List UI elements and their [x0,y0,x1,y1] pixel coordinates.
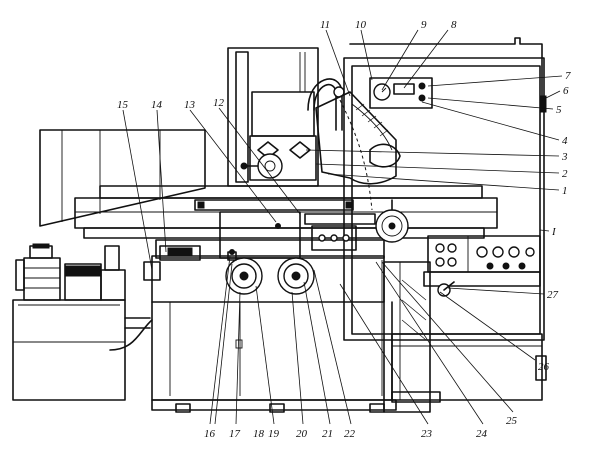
callout-9: 9 [421,19,427,31]
callout-15: 15 [117,99,129,111]
callout-22: 22 [344,428,356,440]
hydraulic-unit [12,243,153,401]
control-panel [423,235,541,297]
callout-10: 10 [355,19,367,31]
callout-26: 26 [538,361,550,373]
electrical-cabinet [343,37,547,341]
front-handwheels [225,249,315,295]
callout-3: 3 [561,151,568,163]
callout-18: 18 [253,428,265,440]
wheel-guard [315,91,401,185]
callout-21: 21 [322,428,333,440]
splash-guard [39,129,206,227]
callout-labels: 1 2 3 4 5 6 7 8 9 10 11 12 13 14 15 16 1… [117,19,571,440]
callout-5: 5 [556,104,562,116]
callout-6: 6 [563,85,569,97]
callout-27: 27 [547,289,559,301]
callout-19: 19 [268,428,280,440]
callout-17: 17 [229,428,241,440]
callout-2: 2 [562,168,568,180]
callout-I: I [551,226,557,238]
callout-12: 12 [213,97,225,109]
callout-20: 20 [296,428,308,440]
callout-1: 1 [562,185,568,197]
callout-24: 24 [476,428,488,440]
callout-25: 25 [506,415,518,427]
callout-13: 13 [184,99,196,111]
crossfeed-handwheel [375,199,409,243]
callout-11: 11 [320,19,330,31]
callout-8: 8 [451,19,457,31]
callout-4: 4 [562,135,568,147]
callout-14: 14 [151,99,163,111]
coolant-tank [383,261,547,413]
column [227,47,319,187]
callout-23: 23 [421,428,433,440]
machine-bed [143,211,397,413]
leader-lines [122,29,563,425]
callout-7: 7 [565,70,571,82]
callout-16: 16 [204,428,216,440]
